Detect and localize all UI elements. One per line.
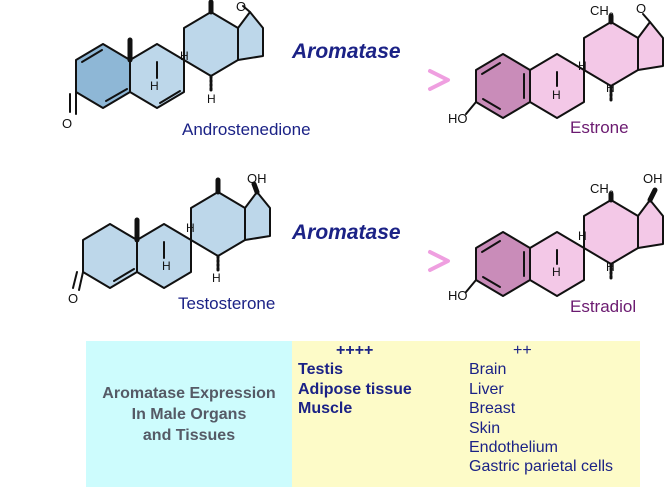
estradiol-hydroxyl-c17: OH — [643, 171, 663, 186]
ring-d — [244, 191, 271, 241]
aromatase-expression-table: Aromatase Expression In Male Organs and … — [86, 341, 640, 487]
estrone-methyl: CH3 — [590, 3, 614, 21]
list-item: Testis — [298, 361, 344, 379]
estrone-h-c8: H — [578, 59, 587, 73]
table-title-cell: Aromatase Expression In Male Organs and … — [86, 341, 292, 487]
estrone-structure — [465, 13, 664, 119]
estradiol-label: Estradiol — [570, 297, 636, 316]
testosterone-label: Testosterone — [178, 294, 275, 313]
estradiol-hydroxyl-c3: HO — [448, 288, 468, 303]
estrone-h-c9: H — [552, 88, 561, 102]
ring-a — [82, 223, 138, 289]
table-levels-cell: ++++ Testis Adipose tissue Muscle ++ Bra… — [292, 341, 640, 487]
list-item: Liver — [469, 380, 504, 398]
aromatase-label-1: Aromatase — [291, 40, 401, 63]
ring-c — [190, 191, 246, 257]
estrone-label: Estrone — [570, 118, 629, 137]
testosterone-h-c14: H — [212, 271, 221, 285]
ring-d — [637, 199, 664, 249]
list-item: Endothelium — [469, 439, 558, 457]
estradiol-h-c9: H — [552, 265, 561, 279]
table-title-line: In Male Organs — [131, 405, 247, 423]
table-title-line: and Tissues — [142, 426, 236, 444]
androstenedione-h-c9: H — [150, 79, 159, 93]
estradiol-h-c8: H — [578, 229, 587, 243]
ring-c — [183, 11, 239, 77]
ring-c — [583, 21, 639, 87]
testosterone-oxygen: O — [68, 291, 78, 306]
table-title-line: Aromatase Expression — [102, 384, 276, 402]
estrone-hydroxyl: HO — [448, 111, 468, 126]
high-expression-column: ++++ Testis Adipose tissue Muscle — [298, 341, 412, 419]
list-item: Brain — [469, 361, 507, 379]
high-expression-level: ++++ — [336, 342, 374, 359]
list-item: Gastric parietal cells — [469, 458, 614, 476]
list-item: Muscle — [298, 400, 353, 418]
estradiol-structure — [465, 187, 664, 297]
ring-a — [475, 53, 531, 119]
low-expression-level: ++ — [513, 342, 532, 359]
ring-a — [75, 43, 131, 109]
table-title: Aromatase Expression In Male Organs and … — [94, 383, 284, 446]
estradiol-methyl: CH3 — [590, 181, 614, 199]
ring-d — [637, 21, 664, 71]
androstenedione-h-c8: H — [180, 49, 189, 63]
list-item: Adipose tissue — [298, 380, 412, 398]
estrone-oxygen: O — [636, 1, 646, 16]
list-item: Skin — [469, 419, 501, 437]
reaction-arrow-1-head — [428, 69, 450, 91]
list-item: Breast — [469, 400, 516, 418]
ring-d — [237, 11, 264, 61]
testosterone-h-c8: H — [186, 221, 195, 235]
ring-c — [583, 199, 639, 265]
androstenedione-structure — [69, 0, 264, 115]
estrone-h-c14: H — [606, 81, 615, 95]
testosterone-hydroxyl: OH — [247, 171, 267, 186]
testosterone-structure — [72, 177, 271, 291]
androstenedione-h-c14: H — [207, 92, 216, 106]
androstenedione-label: Androstenedione — [182, 120, 311, 139]
reaction-diagram: O O H H H Androstenedione HO O CH3 H H H… — [62, 0, 664, 316]
estradiol-h-c14: H — [606, 260, 615, 274]
low-expression-column: ++ Brain Liver Breast Skin Endothelium G… — [469, 341, 613, 477]
reaction-arrow-2-head — [428, 250, 450, 272]
androstenedione-c3-oxygen: O — [62, 116, 72, 131]
testosterone-h-c9: H — [162, 259, 171, 273]
ring-a — [475, 231, 531, 297]
androstenedione-c17-oxygen: O — [236, 0, 246, 14]
aromatase-label-2: Aromatase — [291, 221, 401, 244]
